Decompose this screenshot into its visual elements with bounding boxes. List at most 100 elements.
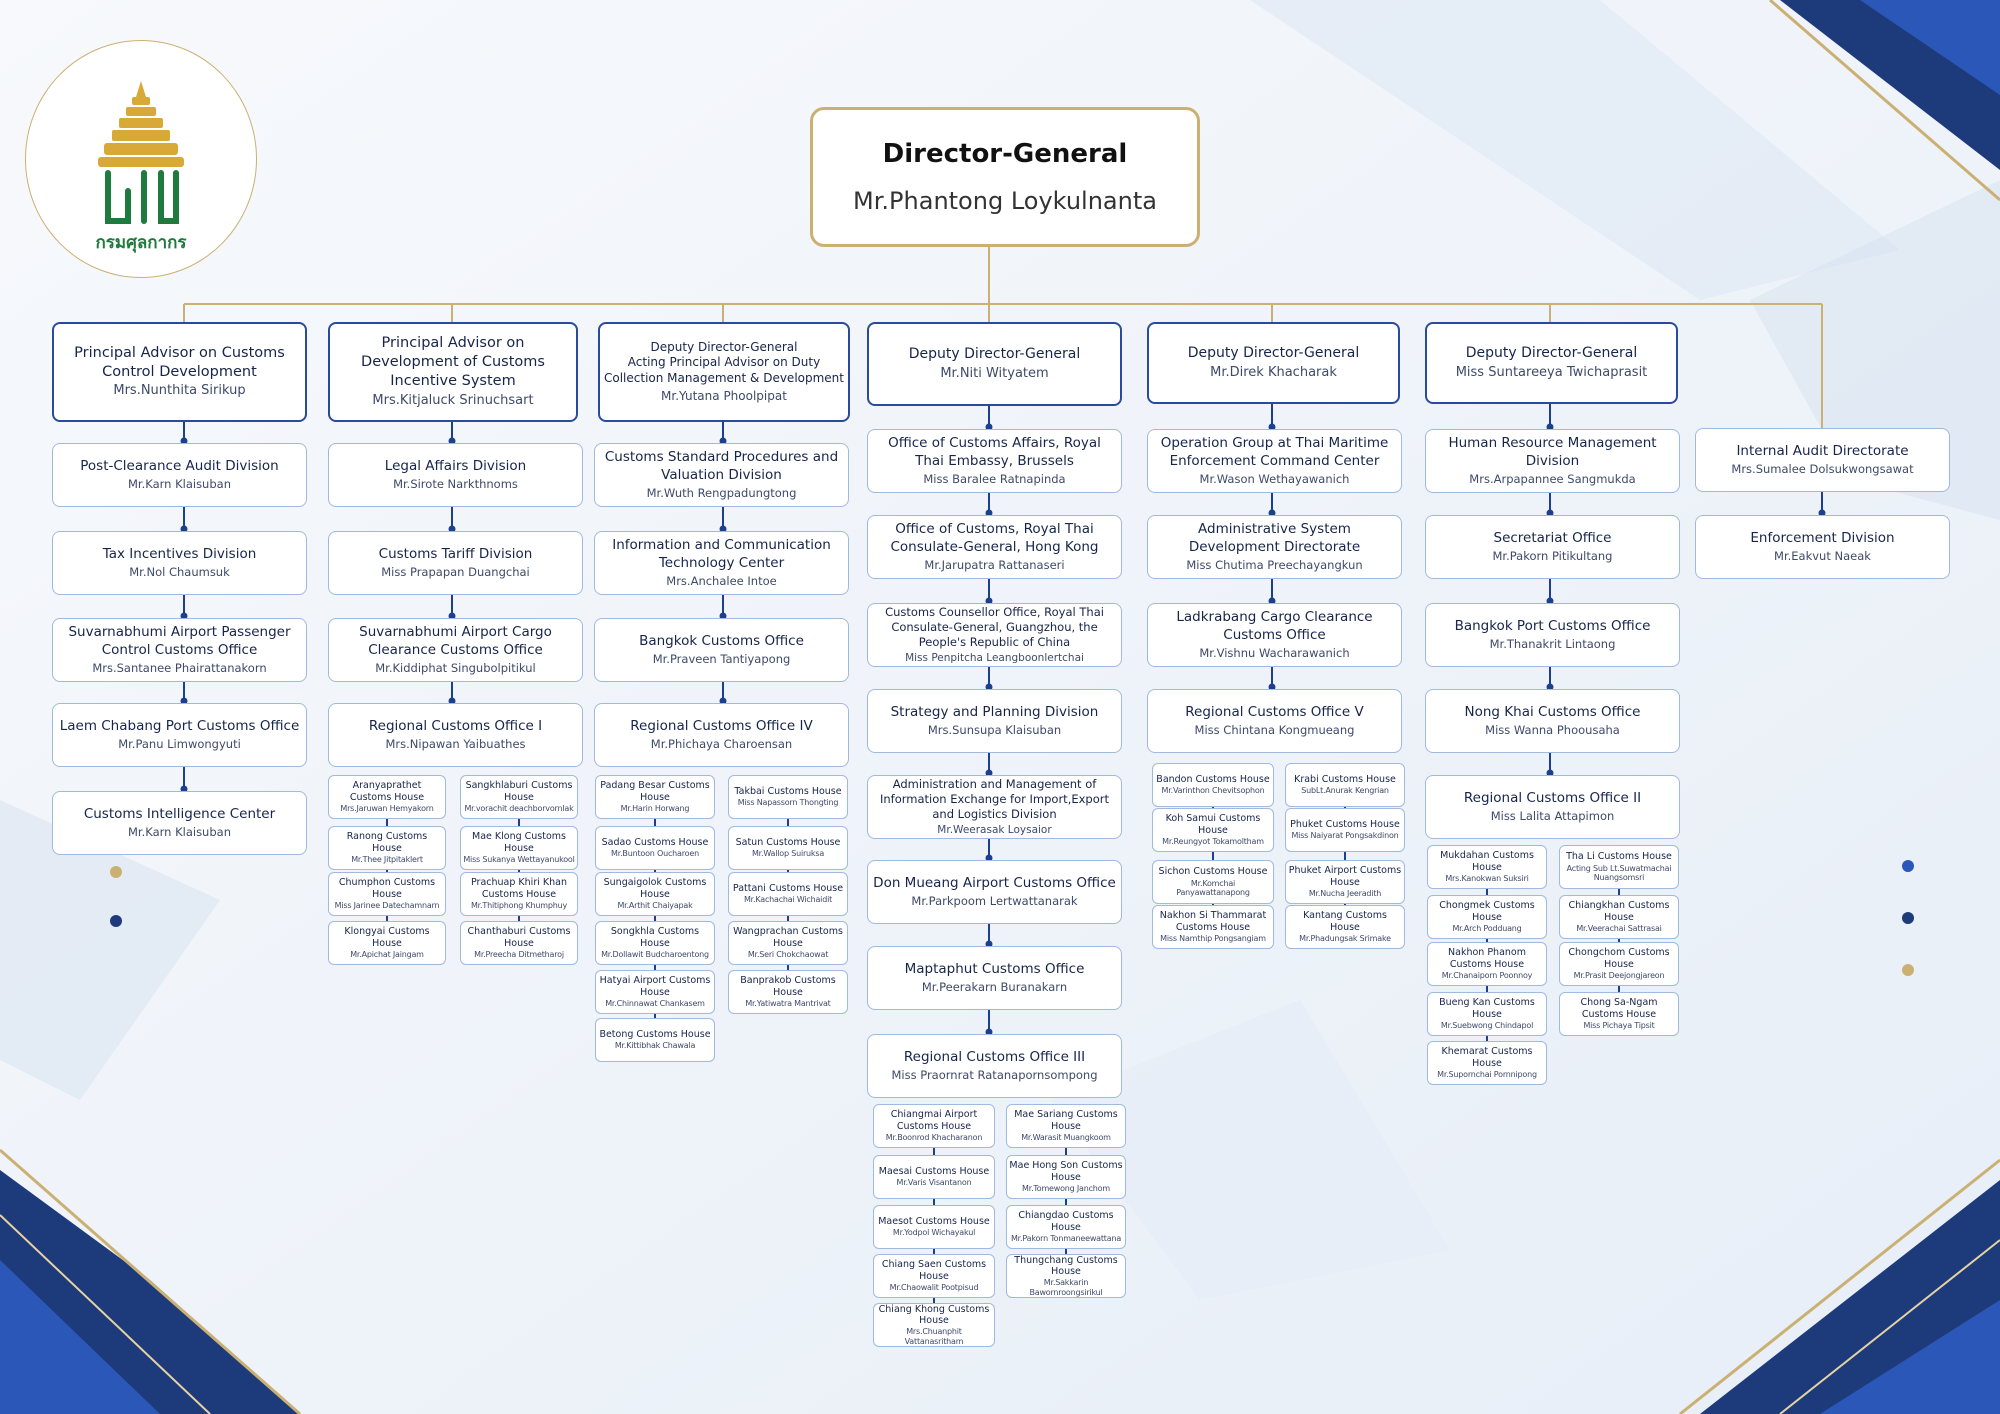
secretariat-office-person: Mr.Pakorn Pitikultang [1492,549,1613,564]
kantang-customs-house-title: Kantang Customs House [1303,910,1387,933]
customs-standard-procedures-and-valuation-division-title: Customs Standard Procedures and Valuatio… [604,448,839,483]
enforcement-division-person: Mr.Eakvut Naeak [1774,549,1871,564]
human-resource-management-division-person: Mrs.Arpapannee Sangmukda [1469,472,1636,487]
regional-customs-office-v-box: Regional Customs Office V Miss Chintana K… [1147,689,1402,753]
administrative-system-development-directorate-person: Miss Chutima Preechayangkun [1186,558,1363,573]
satun-customs-house-title: Satun Customs House [735,837,841,848]
bandon-customs-house-title: Bandon Customs House [1156,774,1270,785]
ranong-customs-house-title: Ranong Customs House [346,831,428,854]
ladkrabang-cargo-clearance-customs-office-title: Ladkrabang Cargo Clearance Customs Offic… [1176,608,1373,643]
klongyai-customs-house-person: Mr.Apichat Jaingam [350,950,424,960]
khemarat-customs-house-title: Khemarat Customs House [1441,1046,1533,1069]
maesot-customs-house-person: Mr.Yodpol Wichayakul [892,1228,976,1238]
mae-klong-customs-house-person: Miss Sukanya Wettayanukool [463,855,575,865]
chumphon-customs-house-title: Chumphon Customs House [338,877,436,900]
chiangmai-airport-customs-house-title: Chiangmai Airport Customs House [890,1109,978,1132]
mae-sariang-customs-house-title: Mae Sariang Customs House [1014,1109,1118,1132]
column-head-5-person: Miss Suntareeya Twichaprasit [1455,364,1648,380]
hatyai-airport-customs-house-person: Mr.Chinnawat Chankasem [605,999,705,1009]
sichon-customs-house-title: Sichon Customs House [1158,866,1268,878]
internal-audit-directorate-title: Internal Audit Directorate [1736,442,1909,459]
chiangdao-customs-house-title: Chiangdao Customs House [1018,1210,1114,1233]
director-general-name: Mr.Phantong Loykulnanta [853,187,1157,215]
customs-standard-procedures-and-valuation-division-person: Mr.Wuth Rengpadungtong [646,486,797,501]
sungaigolok-customs-house-title: Sungaigolok Customs House [603,877,707,900]
decor-dot [110,866,122,878]
decor-dot [1902,912,1914,924]
office-of-customs-affairs-royal-thai-embassy-brussels-box: Office of Customs Affairs, Royal Thai Em… [867,429,1122,493]
maptaphut-customs-office-title: Maptaphut Customs Office [904,960,1085,977]
chongmek-customs-house-title: Chongmek Customs House [1439,900,1535,923]
decor-dot [110,915,122,927]
regional-customs-office-iii-person: Miss Praornrat Ratanapornsompong [891,1068,1098,1083]
wangprachan-customs-house-title: Wangprachan Customs House [733,926,843,949]
strategy-and-planning-division-person: Mrs.Sunsupa Klaisuban [927,723,1062,738]
customs-intelligence-center-person: Mr.Karn Klaisuban [127,825,231,840]
column-head-3-person: Mr.Niti Wityatem [940,365,1049,381]
chanthaburi-customs-house-title: Chanthaburi Customs House [467,926,571,949]
column-head-1-box: Principal Advisor on Development of Cust… [328,322,578,422]
operation-group-at-thai-maritime-enforcement-command-center-box: Operation Group at Thai Maritime Enforce… [1147,429,1402,493]
chiangmai-airport-customs-house-person: Mr.Boonrod Khacharanon [885,1133,983,1143]
sadao-customs-house-title: Sadao Customs House [601,837,709,848]
wangprachan-customs-house-person: Mr.Seri Chokchaowat [747,950,829,960]
customs-counsellor-office-royal-thai-consulate-general-guangzhou-the-people-s-republic-of-china-title: Customs Counsellor Office, Royal Thai Co… [885,604,1104,649]
chiangkhan-customs-house-person: Mr.Veerachai Sattrasai [1576,924,1662,934]
sangkhlaburi-customs-house-title: Sangkhlaburi Customs House [465,780,573,803]
regional-customs-office-v-title: Regional Customs Office V [1185,703,1364,720]
secretariat-office-title: Secretariat Office [1493,529,1612,546]
takbai-customs-house-person: Miss Napassorn Thongting [737,798,839,808]
nakhon-phanom-customs-house-person: Mr.Chanaiporn Poonnoy [1441,971,1533,981]
column-head-2-person: Mr.Yutana Phoolpipat [661,388,787,403]
songkhla-customs-house-title: Songkhla Customs House [610,926,700,949]
regional-customs-office-v-person: Miss Chintana Kongmueang [1194,723,1355,738]
don-mueang-airport-customs-office-title: Don Mueang Airport Customs Office [873,874,1116,891]
maesai-customs-house-title: Maesai Customs House [878,1166,990,1177]
aranyaprathet-customs-house-title: Aranyaprathet Customs House [349,780,425,803]
mae-sariang-customs-house-person: Mr.Warasit Muangkoom [1021,1133,1111,1143]
information-and-communication-technology-center-person: Mrs.Anchalee Intoe [666,574,777,589]
padang-besar-customs-house-person: Mr.Harin Horwang [620,804,690,814]
chiangdao-customs-house-person: Mr.Pakorn Tonmaneewattana [1010,1234,1122,1244]
column-head-5-title: Deputy Director-General [1465,345,1638,362]
klongyai-customs-house-title: Klongyai Customs House [344,926,430,949]
maesai-customs-house-person: Mr.Varis Visantanon [896,1178,972,1188]
column-head-1-title: Principal Advisor on Development of Cust… [361,335,545,389]
padang-besar-customs-house-title: Padang Besar Customs House [600,780,710,803]
ladkrabang-cargo-clearance-customs-office-person: Mr.Vishnu Wacharawanich [1199,646,1350,661]
office-of-customs-affairs-royal-thai-embassy-brussels-title: Office of Customs Affairs, Royal Thai Em… [888,434,1101,469]
chiang-saen-customs-house-person: Mr.Chaowalit Pootpisud [889,1283,979,1293]
laem-chabang-port-customs-office-person: Mr.Panu Limwongyuti [118,737,241,752]
column-head-1-person: Mrs.Kitjaluck Srinuchsart [372,392,534,408]
column-head-2-title: Deputy Director-General [650,339,798,354]
sadao-customs-house-person: Mr.Buntoon Oucharoen [611,849,699,859]
